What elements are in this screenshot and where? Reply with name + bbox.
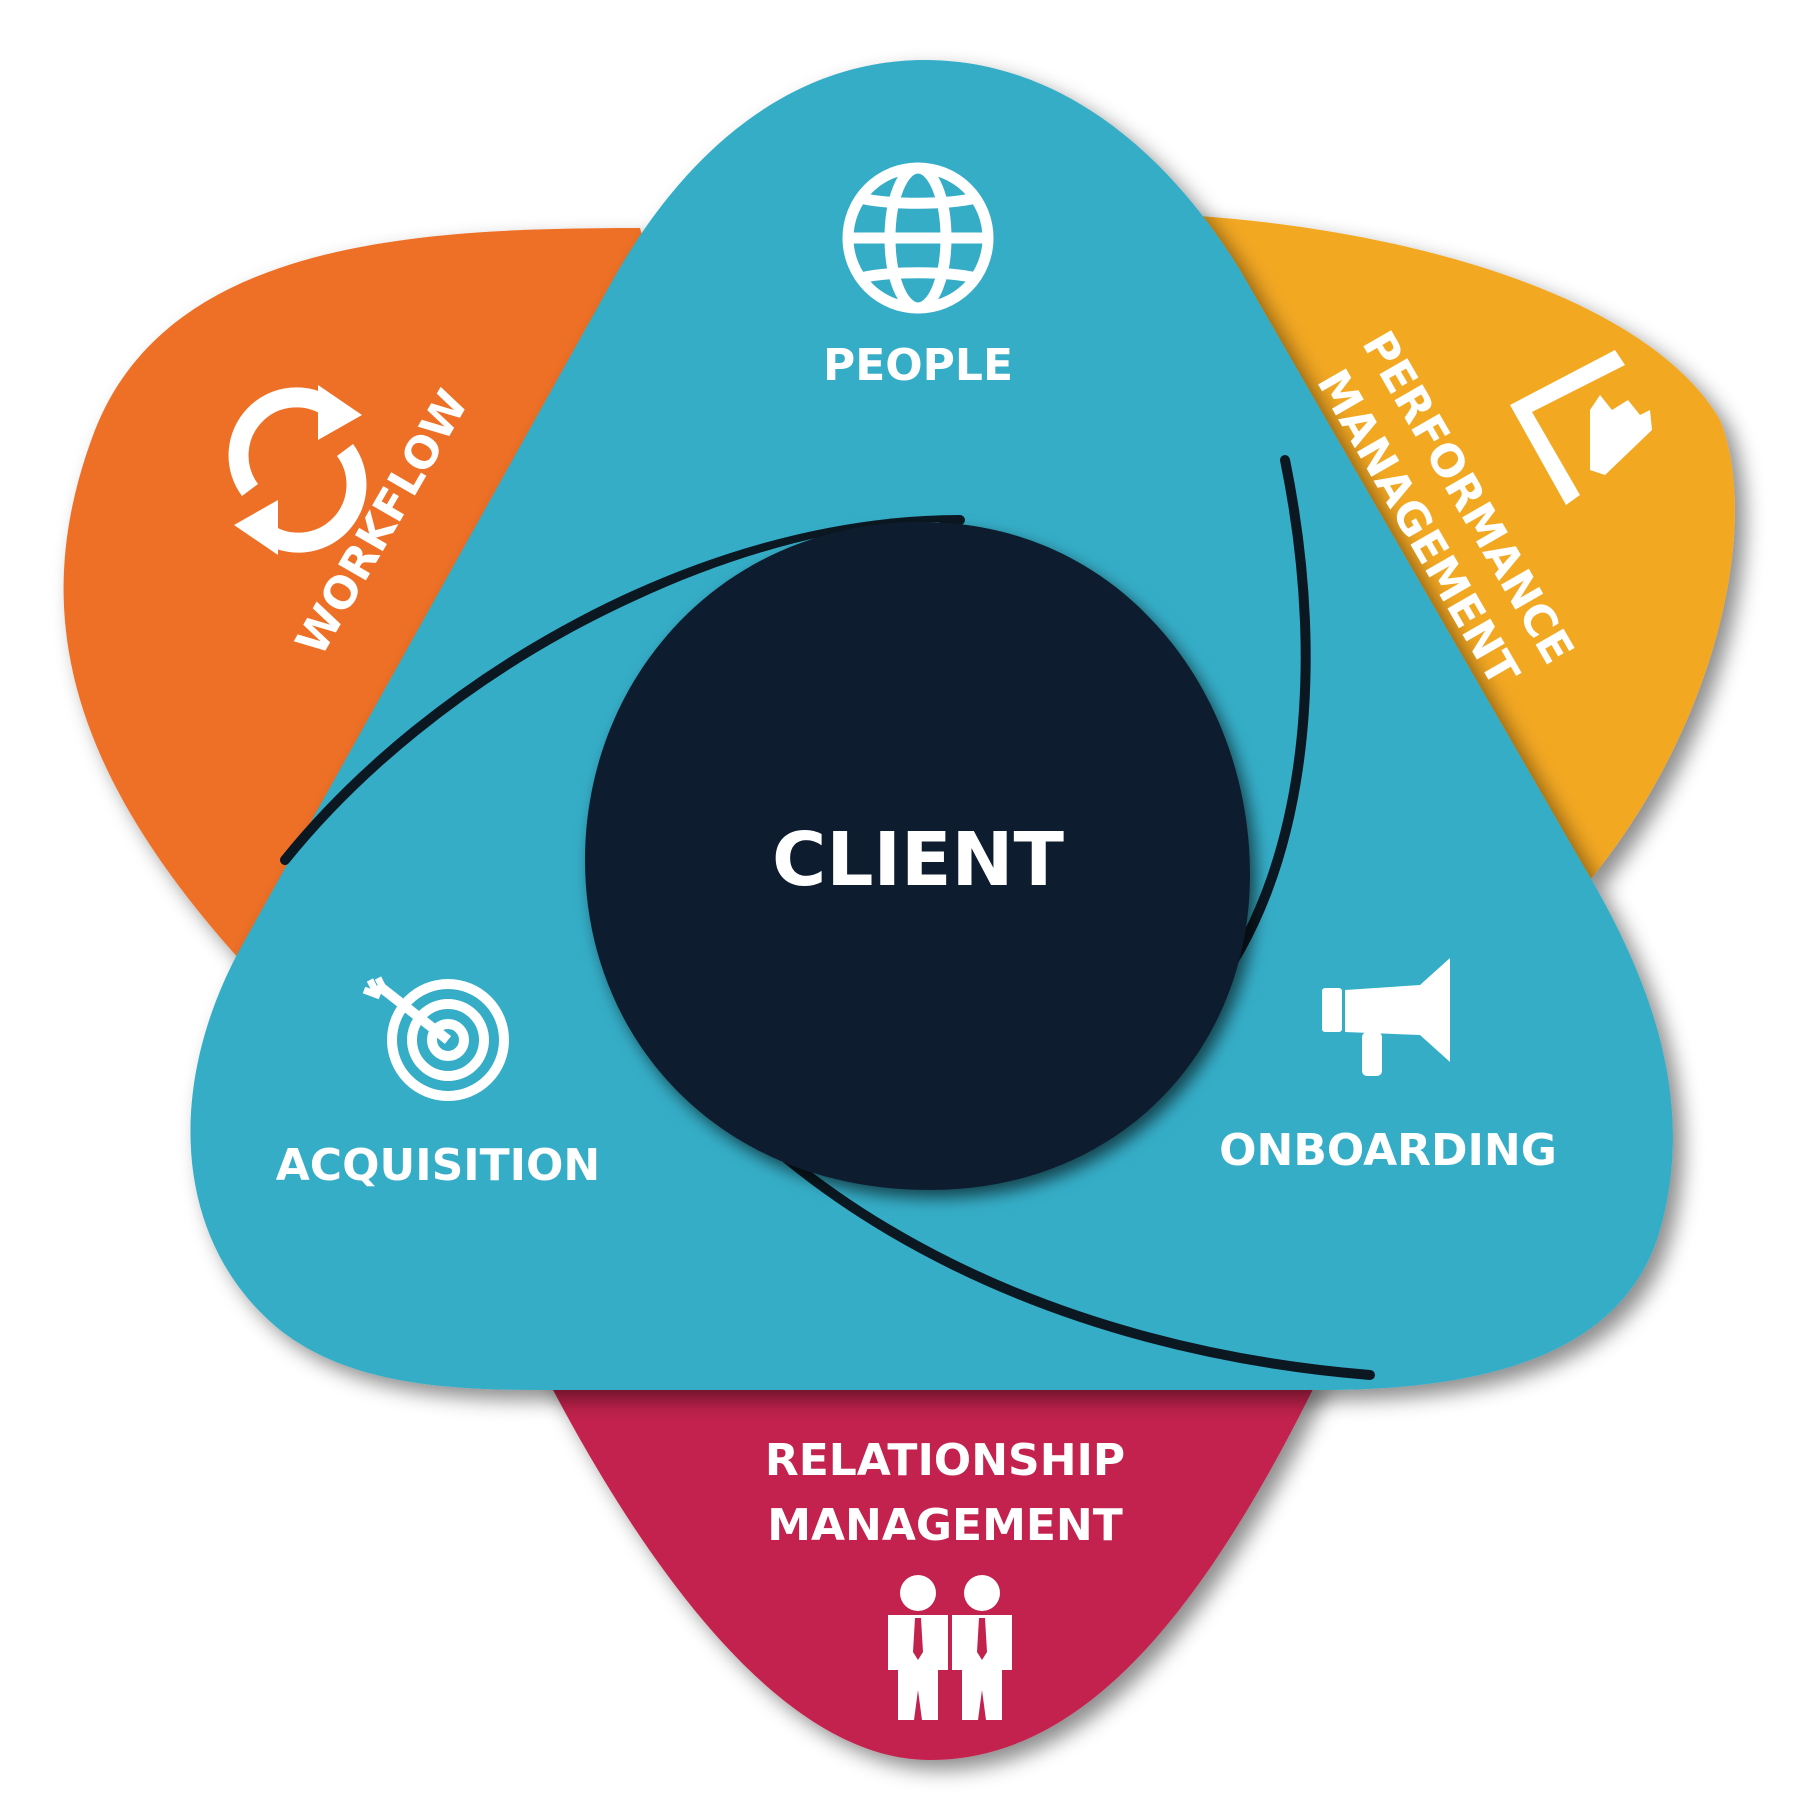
relationship-line2: MANAGEMENT: [767, 1500, 1123, 1551]
acquisition-label: ACQUISITION: [276, 1140, 601, 1191]
people-label: PEOPLE: [823, 340, 1013, 391]
workflow-petal: [63, 228, 660, 960]
target-icon: [374, 979, 509, 1101]
client-label: CLIENT: [772, 817, 1064, 903]
target-arrow-feathers: [362, 976, 390, 1000]
swirl-line-right: [1205, 455, 1311, 1000]
refresh-arrowheads: [234, 385, 362, 555]
refresh-cycle-icon: [228, 387, 367, 553]
two-people-icon: [888, 1575, 1012, 1720]
client-circle: [585, 522, 1250, 1190]
onboarding-label: ONBOARDING: [1219, 1125, 1557, 1176]
relationship-petal: [540, 1365, 1320, 1760]
relationship-line1: RELATIONSHIP: [765, 1435, 1125, 1486]
swirl-wing-top: [300, 522, 940, 850]
globe-icon: [842, 162, 994, 314]
megaphone-icon: [1322, 958, 1450, 1076]
trend-chart-icon: [1510, 350, 1652, 505]
